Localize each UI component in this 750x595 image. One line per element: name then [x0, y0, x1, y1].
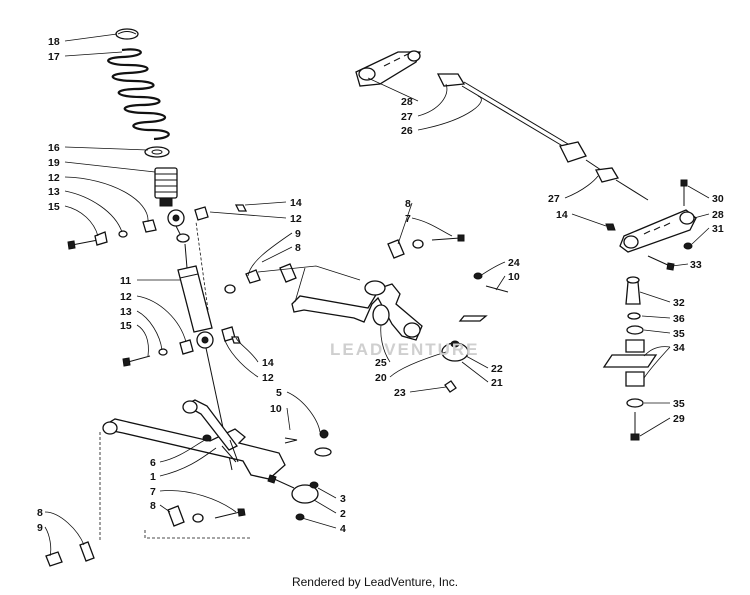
callout-label: 8: [150, 500, 156, 512]
watermark-text: LEADVENTURE: [330, 340, 480, 359]
shock-shaft-part: [184, 243, 188, 269]
lower-ball-joint-part: [267, 474, 319, 521]
callout-label: 14: [556, 209, 568, 221]
callout-label: 17: [48, 51, 60, 63]
callout-label: 14: [290, 197, 302, 209]
callout-label: 23: [394, 387, 406, 399]
shock-body-upper-part: [154, 167, 178, 207]
callout-label: 11: [120, 275, 131, 287]
lower-bolt-part: [122, 355, 151, 367]
callout-label: 28: [712, 209, 724, 221]
shock-upper-eye-part: [167, 209, 190, 243]
lower-bushing-parts: [45, 505, 246, 567]
callout-label: 1: [150, 471, 156, 483]
callout-label: 2: [340, 508, 346, 520]
callout-label: 18: [48, 36, 60, 48]
callout-label: 25: [375, 357, 387, 369]
callout-label: 35: [673, 398, 685, 410]
steering-post-stack-parts: [602, 276, 658, 441]
callout-label: 8: [405, 198, 411, 210]
coil-spring-part: [107, 48, 170, 141]
callout-label: 26: [401, 125, 413, 137]
callout-labels: 18 17 16 19 12 13 15 14 12 9 8 11 12 13 …: [37, 36, 724, 535]
callout-label: 7: [405, 213, 411, 225]
spring-cap-part: [115, 28, 139, 40]
lower-cotter-nut-part: [284, 429, 332, 457]
callout-label: 29: [673, 413, 685, 425]
callout-label: 30: [712, 193, 724, 205]
callout-label: 15: [120, 320, 132, 332]
callout-label: 31: [712, 223, 724, 235]
upper-spacer-parts: [94, 204, 248, 246]
callout-label: 22: [491, 363, 503, 375]
callout-label: 10: [508, 271, 520, 283]
callout-label: 8: [295, 242, 301, 254]
lower-spacer-parts: [158, 326, 241, 356]
callout-label: 36: [673, 313, 685, 325]
callout-label: 27: [401, 111, 413, 123]
upper-bolt-part: [67, 239, 99, 250]
callout-label: 33: [690, 259, 702, 271]
callout-label: 16: [48, 142, 60, 154]
callout-label: 12: [48, 172, 60, 184]
tie-rod-part: [436, 73, 649, 201]
callout-label: 20: [375, 372, 387, 384]
callout-label: 5: [276, 387, 282, 399]
callout-label: 9: [37, 522, 43, 534]
callout-label: 12: [262, 372, 274, 384]
steering-arm-part: [355, 50, 421, 87]
spring-seat-part: [144, 146, 170, 158]
callout-label: 14: [262, 357, 274, 369]
callout-label: 9: [295, 228, 301, 240]
callout-label: 32: [673, 297, 685, 309]
callout-label: 13: [120, 306, 132, 318]
upper-a-arm-part: [291, 280, 423, 341]
shock-absorber-part: [177, 265, 233, 471]
steering-hardware-parts: [605, 179, 693, 271]
callout-label: 12: [120, 291, 132, 303]
callout-label: 24: [508, 257, 520, 269]
callout-label: 15: [48, 201, 60, 213]
callout-label: 27: [548, 193, 560, 205]
lower-a-arm-part: [102, 399, 286, 480]
callout-label: 4: [340, 523, 346, 535]
upper-bushing-parts: [224, 234, 465, 294]
callout-label: 8: [37, 507, 43, 519]
callout-label: 34: [673, 342, 685, 354]
callout-label: 10: [270, 403, 282, 415]
leader-lines: [44, 33, 710, 557]
callout-label: 3: [340, 493, 346, 505]
callout-label: 28: [401, 96, 413, 108]
footer-credit: Rendered by LeadVenture, Inc.: [291, 575, 459, 589]
callout-label: 7: [150, 486, 156, 498]
callout-label: 19: [48, 157, 60, 169]
upper-ball-joint-part: [441, 272, 509, 393]
callout-label: 6: [150, 457, 156, 469]
callout-label: 12: [290, 213, 302, 225]
assembly-reference-lines: [99, 221, 361, 540]
callout-label: 13: [48, 186, 60, 198]
callout-label: 35: [673, 328, 685, 340]
callout-label: 21: [491, 377, 503, 389]
